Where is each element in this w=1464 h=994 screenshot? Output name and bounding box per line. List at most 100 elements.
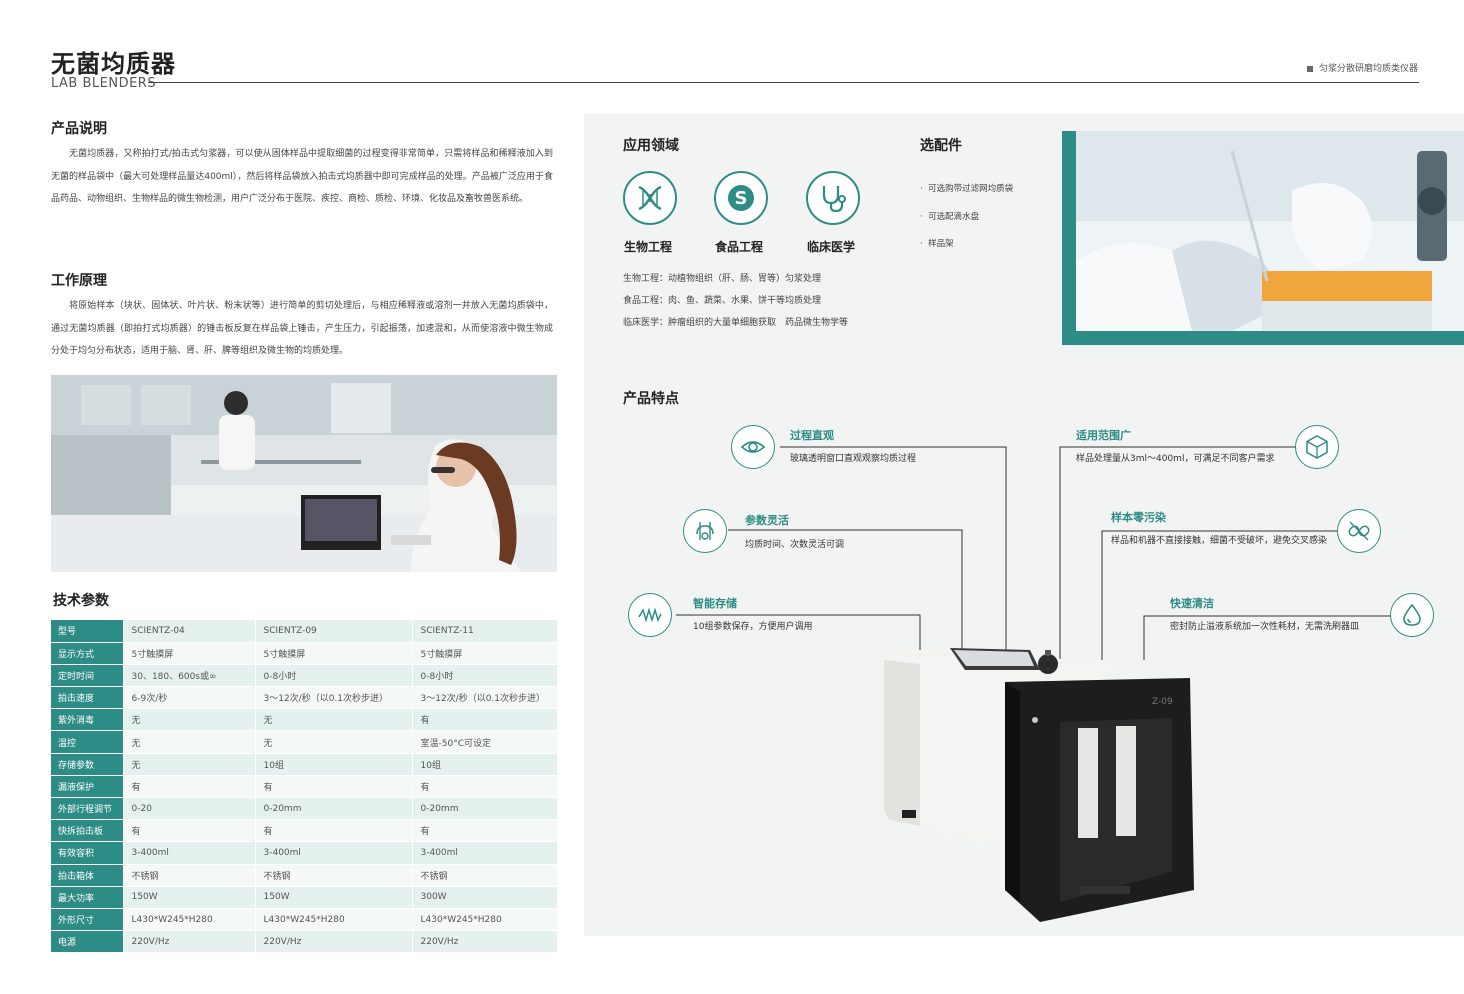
header-rule <box>148 82 1419 83</box>
spec-value: 3～12次/秒（以0.1次秒步进） <box>254 686 412 710</box>
spec-value: 10组 <box>411 753 557 776</box>
spec-label: 快拆拍击板 <box>51 819 123 843</box>
spec-value: 有 <box>411 819 557 843</box>
page-title: 无菌均质器 <box>51 50 176 78</box>
applications-title: 应用领域 <box>623 138 679 154</box>
spec-label: 外形尺寸 <box>51 908 123 932</box>
connector-lines <box>676 446 1400 665</box>
feature-title: 快速清洁 <box>1170 597 1214 610</box>
spec-row: 拍击箱体不锈钢不锈钢不锈钢 <box>51 864 557 887</box>
square-icon <box>1306 65 1313 72</box>
category-text: 匀浆分散研磨均质类仪器 <box>1318 64 1418 74</box>
spec-value: 150W <box>122 886 255 909</box>
app-line-food: 食品工程：肉、鱼、蔬菜、水果、饼干等均质处理 <box>623 296 822 306</box>
spec-label: 拍击箱体 <box>51 864 123 887</box>
feature-title: 智能存储 <box>693 597 737 610</box>
spec-value: 有 <box>122 775 255 799</box>
cube-icon <box>1295 425 1339 469</box>
spec-value: 有 <box>122 819 255 843</box>
spec-value: 3-400ml <box>122 841 255 865</box>
description-title: 产品说明 <box>51 121 107 137</box>
spec-value: 3～12次/秒（以0.1次秒步进） <box>411 686 557 710</box>
spec-value: 3-400ml <box>254 841 412 865</box>
spec-value: 0-8小时 <box>411 664 557 688</box>
adjust-icon <box>683 509 727 553</box>
app-label-food: 食品工程 <box>715 240 764 254</box>
accessories-title: 选配件 <box>920 138 962 154</box>
lab-photo-hands <box>1062 131 1464 345</box>
spec-label: 拍击速度 <box>51 686 123 710</box>
spec-value: 0-20mm <box>254 797 412 821</box>
feature-desc: 密封防止溢液系统加一次性耗材，无需洗刷器皿 <box>1170 622 1360 632</box>
spec-value: L430*W245*H280 <box>411 908 557 932</box>
spec-label: 紫外消毒 <box>51 708 123 732</box>
spec-label: 电源 <box>51 930 123 954</box>
spec-value: 10组 <box>254 753 412 776</box>
spec-value: 无 <box>254 708 412 732</box>
principle-text: 将原始样本（块状、固体状、叶片状、粉末状等）进行简单的剪切处理后，与相应稀释液或… <box>51 301 553 356</box>
feature-title: 适用范围广 <box>1076 429 1131 442</box>
spec-label: 型号 <box>51 620 123 643</box>
eye-icon <box>731 425 775 469</box>
spec-label: 漏液保护 <box>51 775 123 799</box>
spec-value: 有 <box>411 775 557 799</box>
feature-desc: 样品和机器不直接接触，细菌不受破坏，避免交叉感染 <box>1111 536 1328 546</box>
specs-title: 技术参数 <box>53 593 109 609</box>
spec-value: 无 <box>122 730 255 754</box>
spec-value: 室温-50°C可设定 <box>411 730 557 754</box>
spec-value: 220V/Hz <box>254 930 412 954</box>
drop-icon <box>1390 593 1434 637</box>
accessory-text: 样品架 <box>928 239 954 249</box>
feature-title: 参数灵活 <box>745 514 789 527</box>
spec-row: 漏液保护有有有 <box>51 775 557 799</box>
spec-label: 有效容积 <box>51 841 123 865</box>
spec-value: SCIENTZ-11 <box>411 620 557 643</box>
dna-icon <box>623 171 677 225</box>
spec-value: SCIENTZ-04 <box>122 620 255 643</box>
spec-value: 150W <box>254 886 412 909</box>
spec-value: 无 <box>254 730 412 754</box>
feature-desc: 玻璃透明窗口直观观察均质过程 <box>790 454 917 464</box>
description-text: 无菌均质器，又称拍打式/拍击式匀浆器，可以使从固体样品中提取细菌的过程变得非常简… <box>51 149 553 204</box>
feature-desc: 10组参数保存，方便用户调用 <box>693 622 813 632</box>
accessory-item: · 可选购带过滤网均质袋 <box>920 184 1014 194</box>
spec-value: 不锈钢 <box>254 864 412 887</box>
app-label-clinical: 临床医学 <box>807 240 856 254</box>
app-line-bio: 生物工程：动植物组织（肝、肠、胃等）匀浆处理 <box>623 274 822 284</box>
spec-value: 0-20 <box>122 797 255 821</box>
spec-value: L430*W245*H280 <box>122 908 255 932</box>
spec-label: 最大功率 <box>51 886 123 909</box>
spec-value: 30、180、600s或∞ <box>122 664 255 688</box>
accessory-text: 可选购带过滤网均质袋 <box>928 184 1014 194</box>
spec-value: SCIENTZ-09 <box>254 620 412 643</box>
spec-value: 5寸触摸屏 <box>122 642 255 665</box>
spec-value: 220V/Hz <box>411 930 557 954</box>
feature-desc: 均质时间、次数灵活可调 <box>745 540 845 550</box>
accessory-item: · 可选配滴水盘 <box>920 212 980 222</box>
spec-value: 不锈钢 <box>122 864 255 887</box>
spec-label: 外部行程调节 <box>51 797 123 821</box>
app-label-bio: 生物工程 <box>624 240 673 254</box>
food-s-icon: S <box>714 171 768 225</box>
feature-desc: 样品处理量从3ml～400ml，可满足不同客户需求 <box>1076 454 1275 464</box>
feature-title: 样本零污染 <box>1111 511 1166 524</box>
spec-label: 存储参数 <box>51 753 123 776</box>
stethoscope-icon <box>806 171 860 225</box>
spec-value: 有 <box>411 708 557 732</box>
device-image: Z-09 <box>884 648 1194 922</box>
accessory-item: · 样品架 <box>920 239 954 249</box>
spec-label: 定时时间 <box>51 664 123 688</box>
spec-value: 有 <box>254 819 412 843</box>
principle-title: 工作原理 <box>51 273 107 289</box>
feature-title: 过程直观 <box>790 429 834 442</box>
spec-row: 温控无无室温-50°C可设定 <box>51 730 557 754</box>
